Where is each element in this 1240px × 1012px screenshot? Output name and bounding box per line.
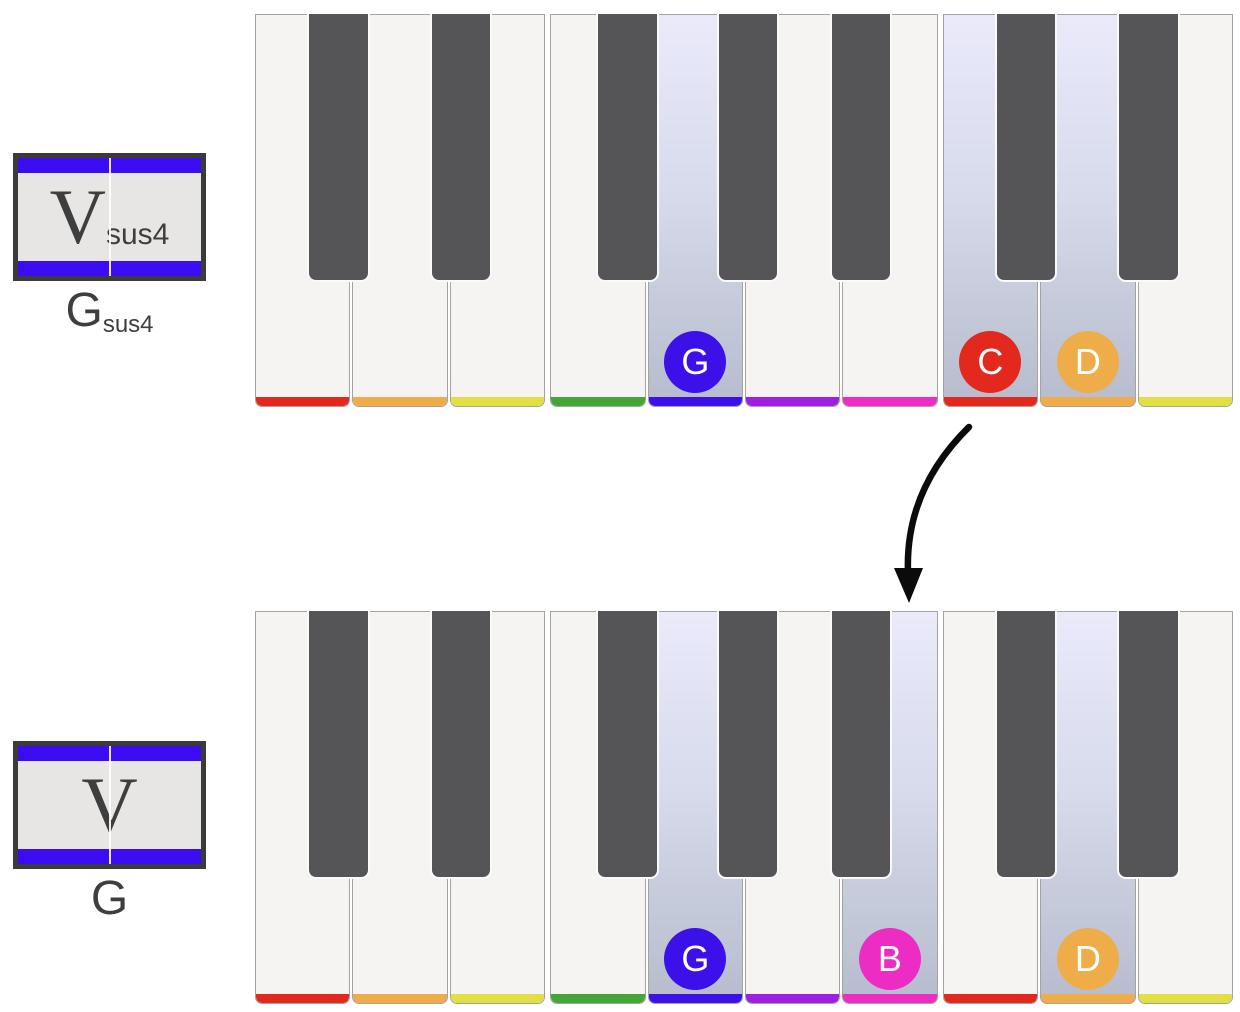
key-color-strip (746, 397, 840, 406)
key-color-strip (843, 994, 937, 1003)
key-color-strip (450, 994, 545, 1003)
key-color-strip (256, 397, 350, 406)
chord-box-divider (108, 158, 111, 276)
key-color-strip (1138, 397, 1233, 406)
black-key[interactable] (994, 14, 1058, 282)
black-key[interactable] (994, 611, 1058, 879)
black-key[interactable] (716, 611, 779, 879)
black-key[interactable] (596, 611, 659, 879)
note-badge-b: B (858, 928, 921, 990)
black-key[interactable] (829, 611, 893, 879)
note-badge-d: D (1056, 928, 1119, 990)
chord-name-label: Gsus4 (13, 284, 206, 338)
key-color-strip (648, 994, 742, 1003)
black-key[interactable] (1117, 14, 1180, 282)
key-group (255, 14, 546, 407)
key-color-strip (551, 397, 645, 406)
black-key[interactable] (307, 611, 370, 879)
key-color-strip (551, 994, 645, 1003)
note-badge-g: G (664, 928, 727, 990)
chord-box-divider (108, 746, 111, 864)
note-badge-c: C (959, 331, 1022, 393)
note-badge-d: D (1056, 331, 1119, 393)
key-group (255, 611, 546, 1004)
key-color-strip (746, 994, 840, 1003)
black-key[interactable] (596, 14, 659, 282)
key-group: D (942, 611, 1234, 1004)
note-badge-g: G (664, 331, 727, 393)
key-color-strip (943, 994, 1038, 1003)
black-key[interactable] (716, 14, 779, 282)
key-color-strip (648, 397, 742, 406)
black-key[interactable] (429, 14, 493, 282)
key-color-strip (1041, 994, 1135, 1003)
key-color-strip (1138, 994, 1233, 1003)
roman-numeral-text: V (49, 173, 106, 260)
black-key[interactable] (429, 611, 493, 879)
black-key[interactable] (1117, 611, 1180, 879)
black-key[interactable] (829, 14, 893, 282)
chord-name-text: G (90, 872, 129, 925)
key-color-strip (353, 397, 447, 406)
chord-name-label: G (13, 875, 206, 923)
chord-symbol-box-resolved: V (13, 741, 206, 869)
chord-name-suffix: sus4 (102, 311, 154, 338)
key-color-strip (943, 397, 1038, 406)
key-color-strip (353, 994, 447, 1003)
key-color-strip (1041, 397, 1135, 406)
key-group: G (550, 14, 938, 407)
roman-numeral-suffix: sus4 (105, 218, 170, 251)
resolution-arrow-icon (894, 423, 973, 603)
black-key[interactable] (307, 14, 370, 282)
chord-name-text: G (65, 284, 103, 337)
key-color-strip (450, 397, 545, 406)
key-color-strip (256, 994, 350, 1003)
key-color-strip (843, 397, 937, 406)
